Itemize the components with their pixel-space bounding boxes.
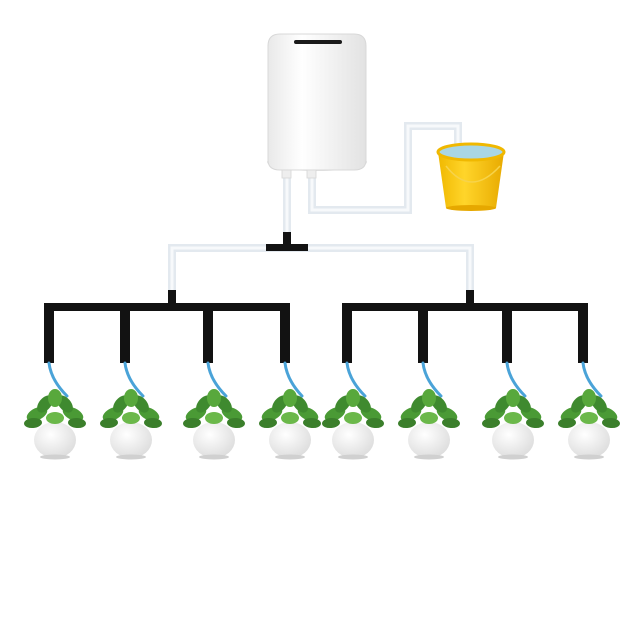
tee-connector-icon [266, 232, 308, 251]
potted-plant-icon [482, 389, 544, 460]
left-manifold [44, 290, 290, 363]
potted-plant-icon [100, 389, 162, 460]
tee-to-manifold-tube [168, 244, 474, 300]
potted-plant-icon [24, 389, 86, 460]
drip-tube [421, 361, 443, 398]
drip-tubes [47, 361, 603, 398]
right-manifold [342, 290, 588, 363]
potted-plant-icon [558, 389, 620, 460]
drip-tube [47, 361, 69, 398]
potted-plant-icon [398, 389, 460, 460]
water-pump-icon [267, 33, 367, 179]
drip-tube [345, 361, 367, 398]
drip-tube [206, 361, 228, 398]
potted-plant-icon [183, 389, 245, 460]
potted-plant-icon [322, 389, 384, 460]
drip-tube [581, 361, 603, 398]
water-bucket-icon [436, 142, 506, 211]
potted-plant-icon [259, 389, 321, 460]
drip-tube [505, 361, 527, 398]
pump-top-slot [294, 40, 342, 44]
potted-plants [24, 389, 620, 460]
drip-tube [283, 361, 304, 398]
drip-tube [123, 361, 145, 398]
